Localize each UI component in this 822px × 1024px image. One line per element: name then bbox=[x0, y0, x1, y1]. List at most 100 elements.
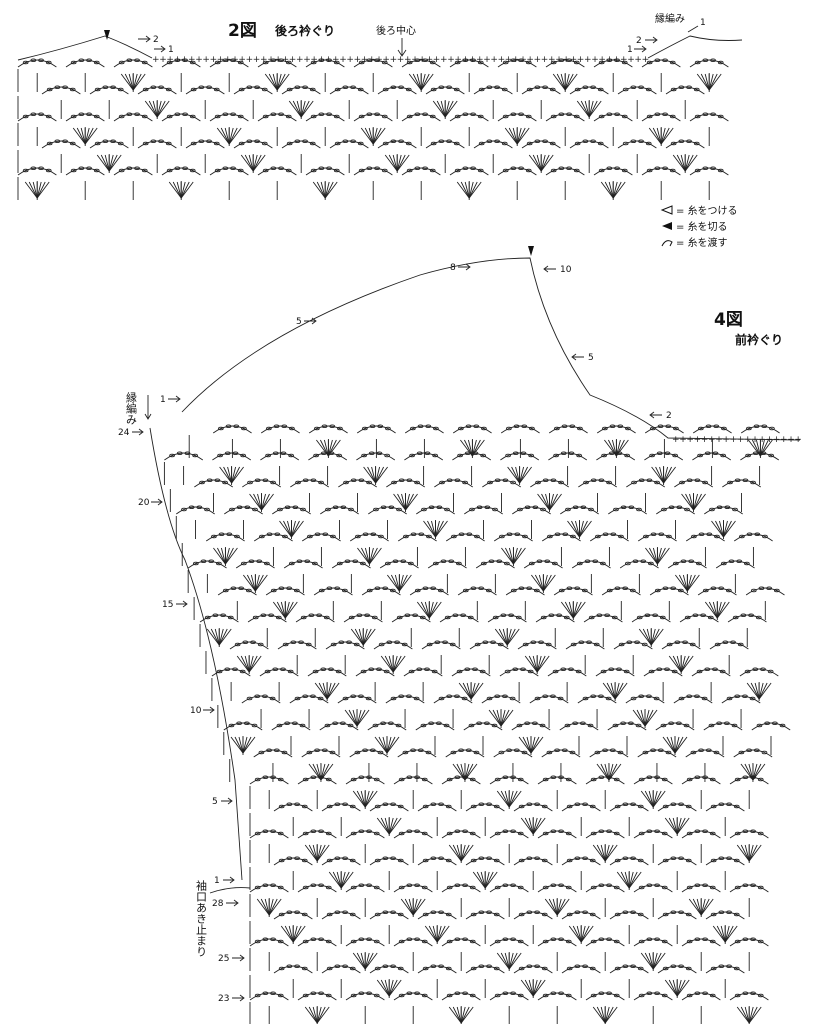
chain-arc bbox=[607, 722, 647, 731]
chain-arc bbox=[113, 113, 153, 122]
chain-stitch bbox=[502, 829, 509, 834]
chain-arc bbox=[393, 938, 433, 947]
chain-arc bbox=[617, 86, 657, 95]
chain-arc bbox=[301, 749, 341, 758]
chain-stitch bbox=[558, 588, 565, 593]
chain-arc bbox=[161, 113, 201, 122]
chain-arc bbox=[393, 884, 433, 893]
chain-stitch bbox=[214, 168, 221, 173]
single-crochet: + bbox=[613, 55, 621, 65]
chain-stitch bbox=[587, 723, 594, 728]
single-crochet: + bbox=[253, 55, 261, 65]
chain-arc bbox=[641, 167, 681, 176]
chain-arc bbox=[137, 86, 177, 95]
chain-arc bbox=[523, 560, 563, 569]
chain-stitch bbox=[446, 777, 453, 782]
chain-stitch bbox=[333, 114, 340, 119]
chain-stitch bbox=[430, 802, 437, 807]
chain-stitch bbox=[542, 993, 549, 998]
shell-stitch bbox=[518, 736, 544, 754]
chain-stitch bbox=[470, 166, 476, 171]
chain-stitch bbox=[429, 60, 436, 65]
chain-stitch bbox=[490, 640, 496, 645]
chain-stitch bbox=[558, 112, 565, 117]
chain-stitch bbox=[428, 505, 435, 510]
chain-stitch bbox=[422, 804, 429, 809]
chain-stitch bbox=[274, 532, 281, 537]
chain-arc bbox=[233, 140, 273, 149]
chain-stitch bbox=[406, 114, 413, 119]
back-neckline-stitch-grid: ++++++++++++++++++++++++++++++++++++++++… bbox=[17, 35, 743, 200]
chain-stitch bbox=[730, 640, 736, 645]
chain-stitch bbox=[310, 991, 317, 996]
chain-stitch bbox=[713, 750, 720, 755]
chain-stitch bbox=[622, 802, 629, 807]
chain-stitch bbox=[208, 559, 215, 564]
chain-stitch bbox=[486, 85, 493, 90]
chain-arc bbox=[537, 776, 577, 785]
chain-stitch bbox=[566, 166, 572, 171]
chain-stitch bbox=[413, 696, 420, 701]
chain-stitch bbox=[332, 721, 339, 726]
chain-stitch bbox=[86, 112, 92, 117]
chain-stitch bbox=[731, 723, 738, 728]
shell-stitch bbox=[640, 790, 666, 808]
chain-stitch bbox=[622, 586, 628, 591]
shell-stitch bbox=[213, 547, 238, 565]
chain-stitch bbox=[392, 559, 399, 564]
chain-stitch bbox=[454, 829, 461, 834]
chain-stitch bbox=[577, 426, 583, 431]
chain-stitch bbox=[630, 964, 636, 969]
chain-arc bbox=[705, 965, 745, 974]
shell-stitch bbox=[423, 520, 448, 538]
chain-stitch bbox=[421, 939, 428, 944]
chain-arc bbox=[345, 938, 385, 947]
chain-arc bbox=[681, 776, 721, 785]
chain-stitch bbox=[323, 615, 330, 620]
chain-stitch bbox=[526, 856, 533, 861]
chain-stitch bbox=[381, 168, 388, 173]
chain-stitch bbox=[670, 87, 677, 92]
chain-stitch bbox=[627, 721, 634, 726]
chain-arc bbox=[740, 425, 780, 434]
shell-stitch bbox=[386, 574, 412, 592]
chain-stitch bbox=[446, 478, 453, 483]
row-number-20: 20 bbox=[138, 498, 150, 508]
chain-stitch bbox=[462, 480, 468, 485]
chain-arc bbox=[497, 59, 537, 68]
chain-stitch bbox=[614, 112, 620, 117]
chain-stitch bbox=[454, 694, 460, 699]
chain-stitch bbox=[310, 775, 317, 780]
shell-stitch bbox=[711, 520, 736, 538]
chain-arc bbox=[164, 452, 204, 461]
chain-stitch bbox=[479, 669, 486, 674]
chain-arc bbox=[637, 533, 677, 542]
chain-arc bbox=[321, 803, 361, 812]
chain-stitch bbox=[596, 613, 603, 618]
chain-arc bbox=[692, 425, 732, 434]
chain-stitch bbox=[701, 696, 708, 701]
chain-stitch bbox=[212, 613, 219, 618]
chain-arc bbox=[41, 86, 81, 95]
chain-stitch bbox=[485, 588, 492, 593]
chain-arc bbox=[487, 614, 527, 623]
chain-stitch bbox=[446, 694, 453, 699]
chain-stitch bbox=[686, 777, 693, 782]
chain-stitch bbox=[661, 507, 667, 512]
chain-stitch bbox=[754, 532, 761, 537]
chain-arc bbox=[353, 59, 393, 68]
chain-stitch bbox=[469, 939, 476, 944]
chain-stitch bbox=[294, 910, 300, 915]
chain-stitch bbox=[661, 777, 668, 782]
chain-stitch bbox=[289, 426, 295, 431]
chain-arc bbox=[89, 86, 129, 95]
chain-arc bbox=[537, 992, 577, 1001]
chain-arc bbox=[465, 803, 505, 812]
chain-arc bbox=[489, 938, 529, 947]
chain-stitch bbox=[670, 141, 677, 146]
chain-stitch bbox=[446, 831, 453, 836]
chain-arc bbox=[705, 857, 745, 866]
diagram2-edging-arrow bbox=[687, 25, 699, 33]
chain-stitch bbox=[246, 85, 253, 90]
chain-stitch bbox=[750, 883, 756, 888]
